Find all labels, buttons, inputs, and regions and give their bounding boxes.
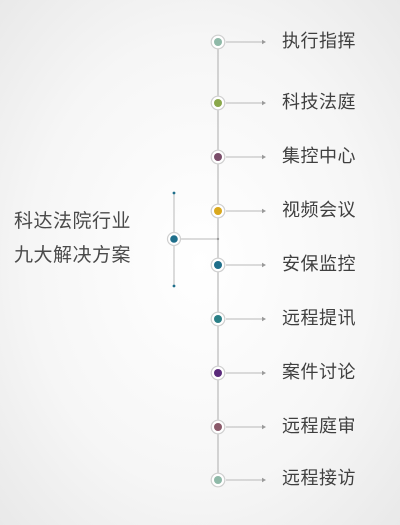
arrow-icon-6 <box>262 316 266 322</box>
bracket-bottom-dot <box>172 284 176 288</box>
item-node-dot-7 <box>214 369 222 377</box>
item-label-5: 安保监控 <box>282 254 356 275</box>
root-title-line2: 九大解决方案 <box>14 244 132 266</box>
item-label-9: 远程接访 <box>282 468 356 489</box>
item-label-8: 远程庭审 <box>282 416 356 437</box>
item-label-1: 执行指挥 <box>282 31 356 52</box>
arrow-icon-5 <box>262 262 266 268</box>
item-label-4: 视频会议 <box>282 200 356 221</box>
arrow-icon-9 <box>262 477 266 483</box>
item-node-dot-8 <box>214 423 222 431</box>
bracket-top-dot <box>172 191 176 195</box>
arrow-icon-1 <box>262 39 266 45</box>
item-node-dot-5 <box>214 261 222 269</box>
root-title: 科达法院行业 九大解决方案 <box>14 204 164 272</box>
arrow-icon-3 <box>262 154 266 160</box>
item-node-dot-2 <box>214 99 222 107</box>
item-label-6: 远程提讯 <box>282 308 356 329</box>
item-node-dot-9 <box>214 476 222 484</box>
root-title-line1: 科达法院行业 <box>14 210 132 232</box>
arrow-icon-8 <box>262 424 266 430</box>
bracket-connector-end <box>216 237 220 241</box>
item-node-dot-1 <box>214 38 222 46</box>
arrow-icon-2 <box>262 100 266 106</box>
arrow-icon-7 <box>262 370 266 376</box>
item-node-dot-6 <box>214 315 222 323</box>
root-node-dot <box>170 235 178 243</box>
arrow-icon-4 <box>262 208 266 214</box>
item-node-dot-3 <box>214 153 222 161</box>
item-node-dot-4 <box>214 207 222 215</box>
item-label-7: 案件讨论 <box>282 362 356 383</box>
item-label-2: 科技法庭 <box>282 92 356 113</box>
item-label-3: 集控中心 <box>282 146 356 167</box>
